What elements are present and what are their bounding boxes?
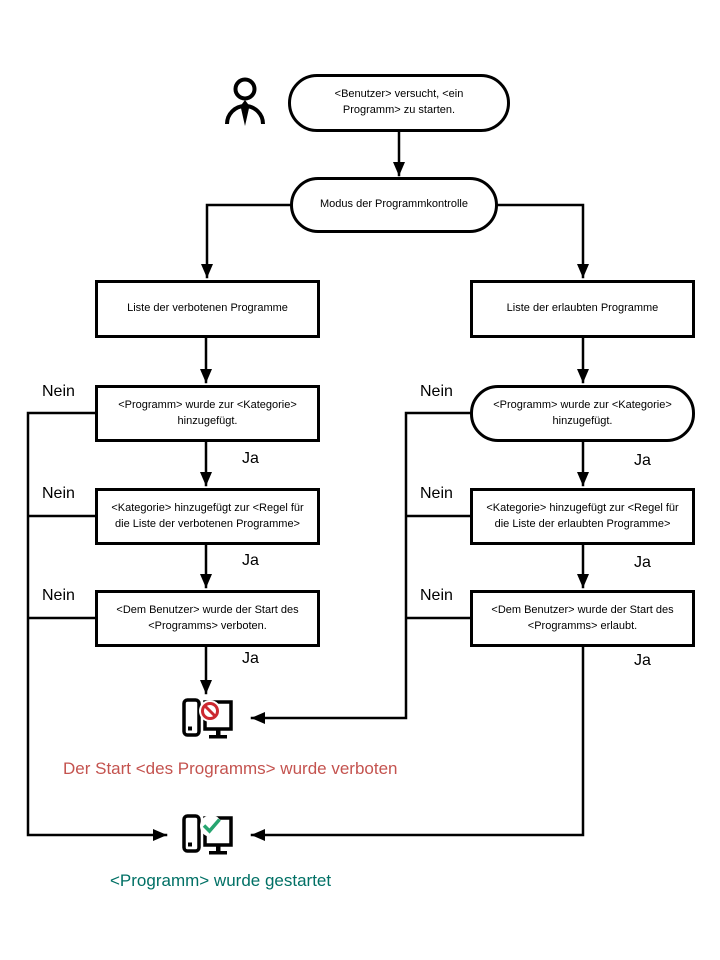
label-ja-left-1: Ja xyxy=(242,450,259,467)
user-icon xyxy=(225,77,265,126)
computer-started-icon xyxy=(182,814,233,855)
outcome-blocked-text: Der Start <des Programms> wurde verboten xyxy=(63,759,398,778)
label-nein-right-1: Nein xyxy=(420,383,453,400)
node-right-decision-user-allowed-label: <Dem Benutzer> wurde der Start des <Prog… xyxy=(491,603,674,632)
node-right-decision-user-allowed: <Dem Benutzer> wurde der Start des <Prog… xyxy=(470,590,695,647)
label-ja-right-2: Ja xyxy=(634,554,651,571)
node-forbidden-list-label: Liste der verbotenen Programme xyxy=(127,302,288,315)
node-right-decision-rule-label: <Kategorie> hinzugefügt zur <Regel für d… xyxy=(486,501,679,530)
check-icon xyxy=(202,818,221,834)
node-program-control-mode: Modus der Programmkontrolle xyxy=(290,177,498,233)
label-ja-right-1: Ja xyxy=(634,452,651,469)
label-nein-left-2: Nein xyxy=(42,485,75,502)
label-ja-right-3: Ja xyxy=(634,652,651,669)
node-allowed-list-label: Liste der erlaubten Programme xyxy=(506,302,659,315)
connector-mode-to-allowed-list xyxy=(495,203,589,279)
node-left-decision-rule: <Kategorie> hinzugefügt zur <Regel für d… xyxy=(95,488,320,545)
prohibition-icon xyxy=(201,702,219,720)
node-right-decision-rule: <Kategorie> hinzugefügt zur <Regel für d… xyxy=(470,488,695,545)
node-left-decision-rule-label: <Kategorie> hinzugefügt zur <Regel für d… xyxy=(111,501,304,530)
tie-icon xyxy=(240,100,250,126)
node-user-start: <Benutzer> versucht, <ein Programm> zu s… xyxy=(288,74,510,132)
connector-right-dec3-to-started-icon xyxy=(250,645,585,841)
connector-mode-to-forbidden-list xyxy=(201,203,293,279)
node-right-decision-category-label: <Programm> wurde zur <Kategorie> hinzuge… xyxy=(493,398,672,427)
node-left-decision-category: <Programm> wurde zur <Kategorie> hinzuge… xyxy=(95,385,320,442)
node-left-decision-category-label: <Programm> wurde zur <Kategorie> hinzuge… xyxy=(118,398,297,427)
node-program-control-mode-label: Modus der Programmkontrolle xyxy=(320,198,468,211)
label-ja-left-2: Ja xyxy=(242,552,259,569)
label-ja-left-3: Ja xyxy=(242,650,259,667)
computer-blocked-icon xyxy=(182,698,233,739)
node-allowed-list: Liste der erlaubten Programme xyxy=(470,280,695,338)
outcome-started-text: <Programm> wurde gestartet xyxy=(110,871,332,890)
label-nein-right-3: Nein xyxy=(420,587,453,604)
label-nein-left-3: Nein xyxy=(42,587,75,604)
label-nein-left-1: Nein xyxy=(42,383,75,400)
node-left-decision-user-blocked: <Dem Benutzer> wurde der Start des <Prog… xyxy=(95,590,320,647)
connector-left-nein-trunk-to-started-icon xyxy=(26,411,166,835)
connector-right-nein-trunk-to-blocked-icon xyxy=(252,411,472,718)
node-user-start-label: <Benutzer> versucht, <ein Programm> zu s… xyxy=(334,88,464,116)
node-left-decision-user-blocked-label: <Dem Benutzer> wurde der Start des <Prog… xyxy=(116,603,299,632)
label-nein-right-2: Nein xyxy=(420,485,453,502)
node-right-decision-category: <Programm> wurde zur <Kategorie> hinzuge… xyxy=(470,385,695,442)
node-forbidden-list: Liste der verbotenen Programme xyxy=(95,280,320,338)
